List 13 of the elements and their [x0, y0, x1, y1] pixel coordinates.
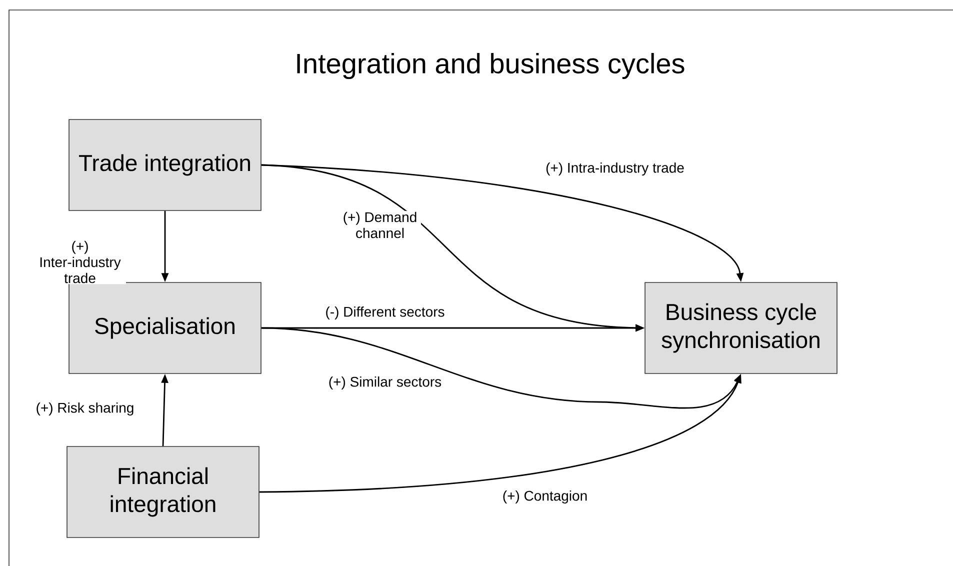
edge-label: (+) Risk sharing [34, 401, 136, 417]
edge-label: (+) Demand channel [339, 210, 421, 240]
process-box: Financial integration [66, 446, 260, 538]
process-box: Trade integration [68, 119, 262, 211]
edge-label: (+) Similar sectors [327, 375, 443, 391]
edge-label: (+) Inter-industry trade [34, 240, 126, 284]
edge-label: (-) Different sectors [324, 305, 446, 321]
title: Integration and business cycles [297, 52, 684, 80]
process-box: Specialisation [68, 282, 262, 374]
edge-label: (+) Contagion [501, 489, 589, 505]
edge-label: (+) Intra-industry trade [544, 161, 686, 177]
arrow [261, 327, 741, 409]
process-box: Business cycle synchronisation [644, 282, 838, 374]
